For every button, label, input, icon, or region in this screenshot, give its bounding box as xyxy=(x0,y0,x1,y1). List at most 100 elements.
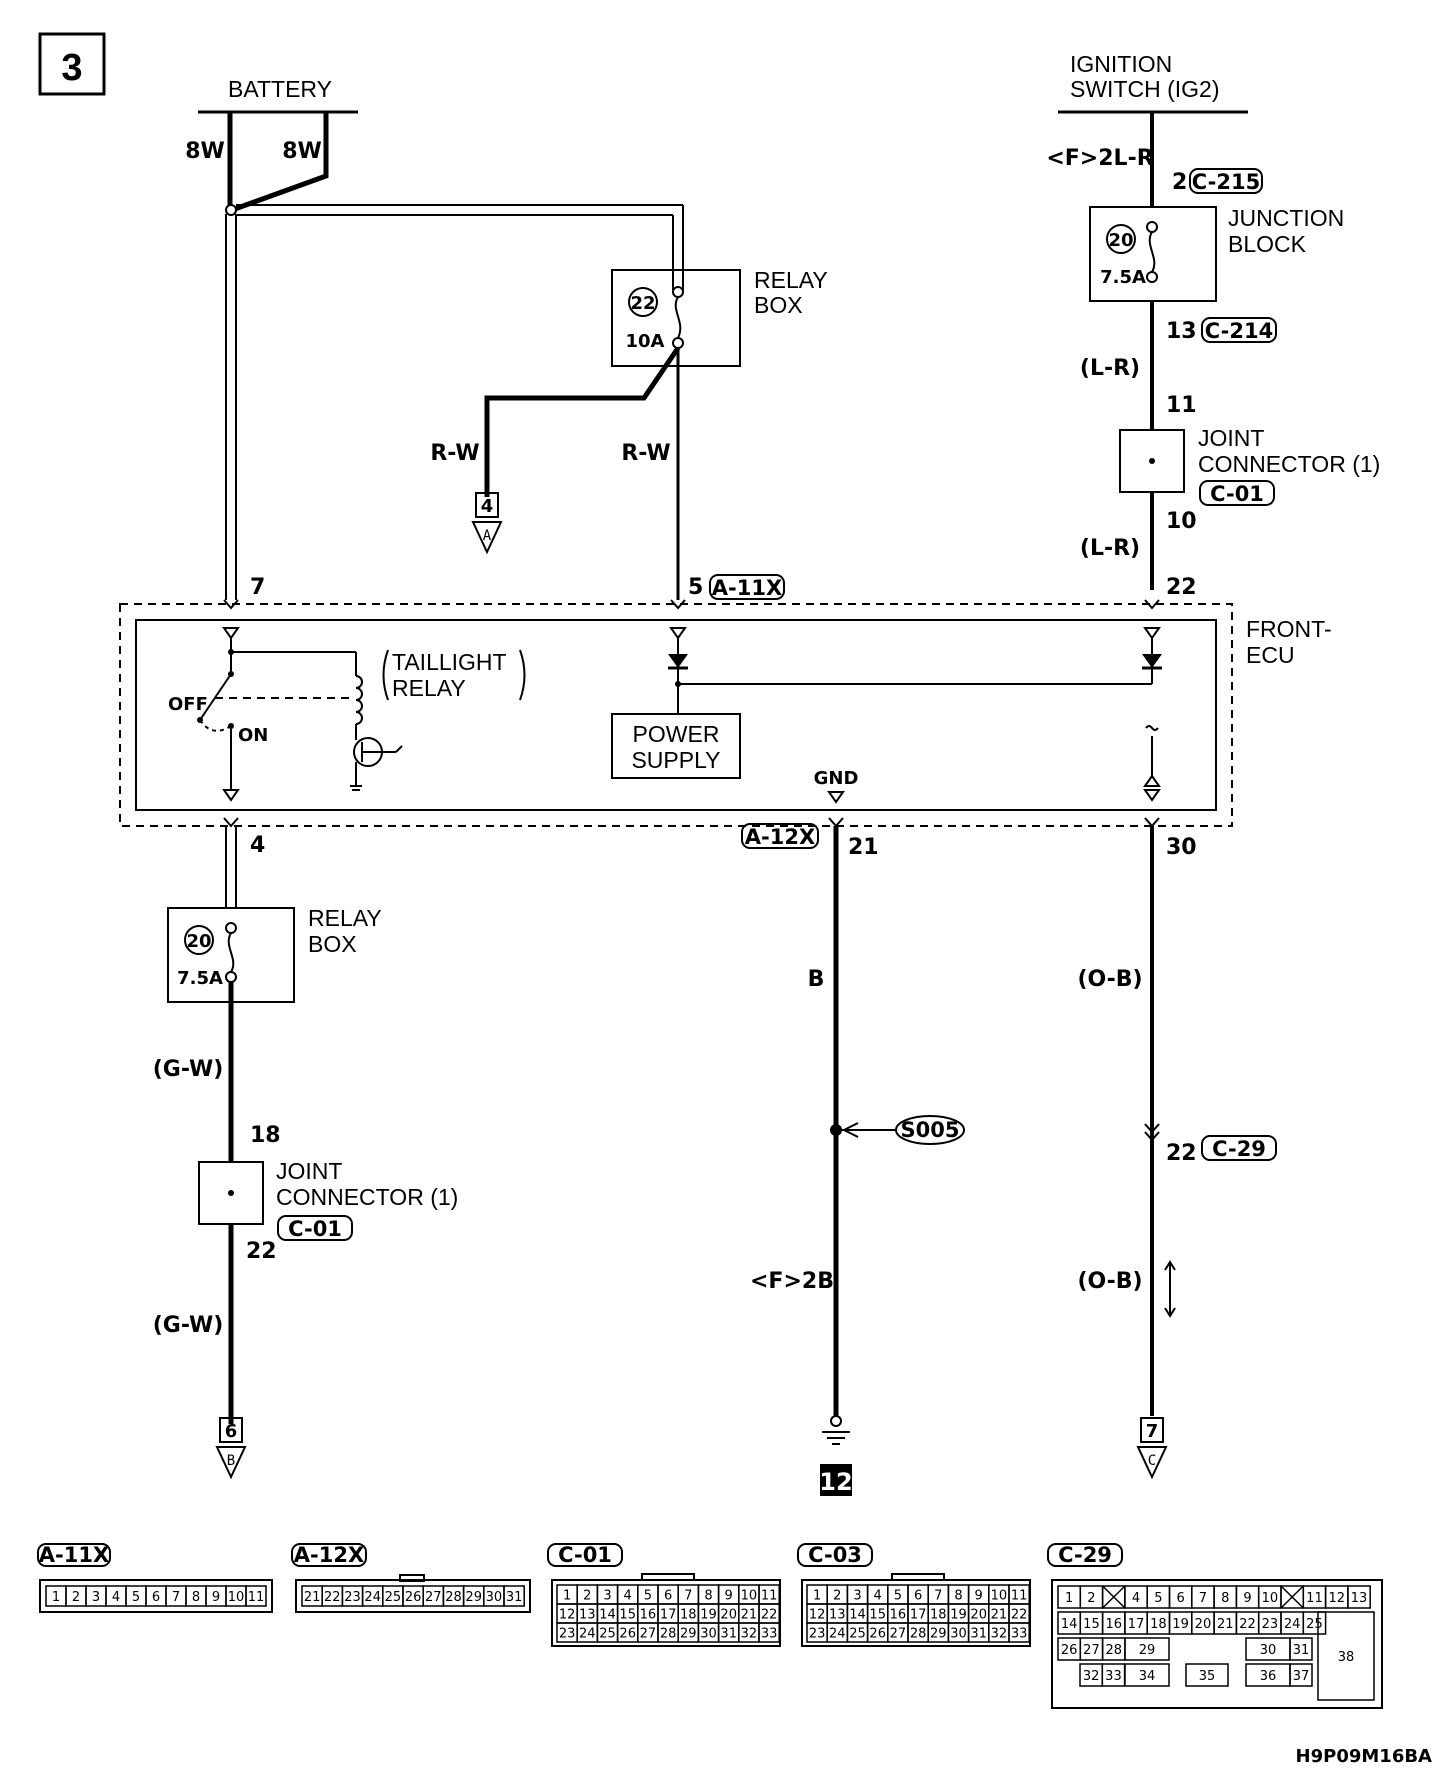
c01-pin-number: 7 xyxy=(684,1589,692,1604)
c03-pin-number: 16 xyxy=(890,1608,907,1623)
fuse-20-jb-element xyxy=(1148,231,1156,273)
right-pin-22: 22 xyxy=(1166,1141,1197,1166)
c01-pin-cell xyxy=(758,1622,780,1643)
ecu-pin-4: 4 xyxy=(250,833,265,858)
relay-coil xyxy=(355,675,363,725)
fuse-22-rating: 10A xyxy=(626,331,665,352)
jc-left-pin-in: 18 xyxy=(250,1123,281,1148)
c29-pin-number: 19 xyxy=(1172,1617,1189,1632)
a12x-pin-number: 25 xyxy=(385,1590,402,1605)
legend-c01-label: C-01 xyxy=(558,1543,612,1567)
c29-pin-cell xyxy=(1124,1663,1170,1687)
a12x-pin-number: 27 xyxy=(425,1590,442,1605)
c29-pin-number: 1 xyxy=(1065,1591,1073,1606)
c01-pin-number: 19 xyxy=(700,1608,717,1623)
c03-pin-number: 12 xyxy=(809,1608,826,1623)
c03-pin-number: 6 xyxy=(914,1589,922,1604)
a11x-pin-number: 9 xyxy=(212,1590,220,1605)
relay-box-bottom-line1: RELAY xyxy=(308,905,382,931)
c03-pin-number: 5 xyxy=(894,1589,902,1604)
c29-pin-blank-mark xyxy=(1102,1585,1126,1609)
c01-pin-number: 28 xyxy=(660,1627,677,1642)
c03-pin-number: 7 xyxy=(934,1589,942,1604)
wire-g-w-top: (G-W) xyxy=(153,1057,224,1082)
c03-pin-cell xyxy=(1008,1622,1030,1643)
c03-pin-number: 32 xyxy=(991,1627,1008,1642)
jc-left-conn: C-01 xyxy=(288,1217,342,1241)
c29-pin-number: 6 xyxy=(1177,1591,1185,1606)
power-supply-line2: SUPPLY xyxy=(631,747,720,773)
c29-pin-number: 2 xyxy=(1087,1591,1095,1606)
wire-r-w-right: R-W xyxy=(621,441,670,466)
ground-number-box xyxy=(820,1464,852,1496)
c01-pin-number: 14 xyxy=(599,1608,616,1623)
c03-pin-number: 31 xyxy=(970,1627,987,1642)
jc-left-pin-out: 22 xyxy=(246,1239,277,1264)
junction-block-line2: BLOCK xyxy=(1228,231,1307,257)
ignition-pin-in: 2 xyxy=(1172,170,1187,195)
fuse-22-element xyxy=(674,296,682,339)
ignition-label-line1: IGNITION xyxy=(1070,51,1172,77)
c29-pin-number: 27 xyxy=(1083,1643,1100,1658)
a11x-pin-number: 5 xyxy=(132,1590,140,1605)
diode-right xyxy=(1142,654,1162,668)
c01-pin-number: 8 xyxy=(704,1589,712,1604)
front-ecu-inner xyxy=(135,619,1217,811)
conn-c214: C-214 xyxy=(1205,319,1273,343)
page-number-frame xyxy=(38,32,106,96)
c03-pin-number: 18 xyxy=(930,1608,947,1623)
c01-pin-number: 30 xyxy=(700,1627,717,1642)
c29-pin-number: 33 xyxy=(1105,1669,1122,1684)
c03-pin-number: 21 xyxy=(991,1608,1008,1623)
c01-pin-number: 27 xyxy=(640,1627,657,1642)
c03-pin-number: 13 xyxy=(829,1608,846,1623)
ecu-label-line2: ECU xyxy=(1246,642,1295,668)
jc-right-line2: CONNECTOR (1) xyxy=(1198,451,1380,477)
c29-pin-cell xyxy=(1317,1611,1375,1701)
c29-pin-number: 12 xyxy=(1328,1591,1345,1606)
front-ecu-outline xyxy=(119,603,1233,827)
a11x-pin-number: 4 xyxy=(112,1590,120,1605)
ground-number: 12 xyxy=(819,1468,852,1496)
a12x-pin-number: 23 xyxy=(344,1590,361,1605)
c01-pin-number: 15 xyxy=(619,1608,636,1623)
legend-c29-housing xyxy=(1051,1579,1383,1709)
fuse-20-rb-number: 20 xyxy=(186,931,211,952)
page-number: 3 xyxy=(61,47,82,89)
c01-pin-number: 11 xyxy=(761,1589,778,1604)
wire-r-w-left: R-W xyxy=(430,441,479,466)
ecu-label-line1: FRONT- xyxy=(1246,616,1332,642)
a11x-pin-number: 6 xyxy=(152,1590,160,1605)
c29-pin-number: 30 xyxy=(1260,1643,1277,1658)
offpage-c-letter: C xyxy=(1148,1453,1156,1469)
c03-pin-number: 4 xyxy=(874,1589,882,1604)
a12x-pin-number: 21 xyxy=(304,1590,321,1605)
c01-pin-number: 13 xyxy=(579,1608,596,1623)
jc-left-line1: JOINT xyxy=(276,1158,342,1184)
c03-pin-number: 25 xyxy=(849,1627,866,1642)
c03-pin-number: 20 xyxy=(970,1608,987,1623)
c29-pin-cell xyxy=(1289,1663,1313,1687)
a11x-pin-number: 3 xyxy=(92,1590,100,1605)
c29-pin-cell xyxy=(1302,1611,1327,1635)
c29-pin-number: 11 xyxy=(1306,1591,1323,1606)
c29-pin-number: 14 xyxy=(1061,1617,1078,1632)
c01-pin-number: 1 xyxy=(563,1589,571,1604)
c01-pin-number: 26 xyxy=(619,1627,636,1642)
a11x-pin-number: 10 xyxy=(228,1590,245,1605)
c29-pin-number: 25 xyxy=(1306,1617,1323,1632)
fuse-20-jb-badge xyxy=(1106,224,1136,254)
fuse-22-badge xyxy=(628,287,658,317)
fuse-20-rb-rating: 7.5A xyxy=(177,968,223,989)
c29-pin-number: 36 xyxy=(1260,1669,1277,1684)
offpage-a-box: 4 xyxy=(481,496,494,517)
c29-pin-number: 38 xyxy=(1338,1650,1355,1665)
battery-splice xyxy=(225,204,237,216)
legend-c29-label: C-29 xyxy=(1058,1543,1112,1567)
c01-pin-number: 16 xyxy=(640,1608,657,1623)
a11x-pin-number: 11 xyxy=(248,1590,265,1605)
conn-a12x-ref: A-12X xyxy=(745,825,815,849)
c03-pin-number: 22 xyxy=(1011,1608,1028,1623)
